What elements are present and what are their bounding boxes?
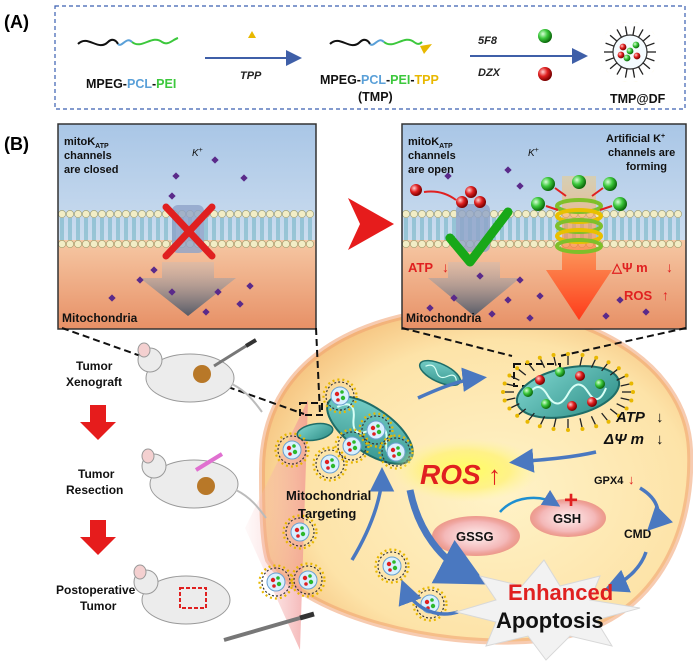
mitochondrion-targeted xyxy=(501,352,635,432)
right-inset-ion: K+ xyxy=(528,147,539,159)
arrow2-top-label: 5F8 xyxy=(478,35,498,47)
panel-b-label: (B) xyxy=(4,134,29,154)
inset-open-channels xyxy=(401,123,687,330)
targeting-line1: Mitochondrial xyxy=(286,488,371,503)
artificial-channel-label-2: channels are xyxy=(608,147,675,159)
mouse-postoperative-icon xyxy=(133,564,315,642)
inset-delta-psi: △Ψ m xyxy=(611,260,648,275)
gpx4-down-icon: ↓ xyxy=(628,472,635,487)
cell-ros-up-icon: ↑ xyxy=(488,460,501,490)
step1-line2: Xenograft xyxy=(66,375,122,389)
cell-ros: ROS xyxy=(420,459,481,490)
cell-delta-psi-down-icon: ↓ xyxy=(656,431,664,448)
polymer1-name: MPEG-PCL-PEI xyxy=(86,77,176,91)
red-drug-sphere-icon xyxy=(538,67,552,81)
inset-ros-up-icon: ↑ xyxy=(662,287,669,303)
gssg-label: GSSG xyxy=(456,529,494,544)
step3-line2: Tumor xyxy=(80,599,117,613)
inhibit-cross-icon: + xyxy=(564,487,578,514)
ros-glow xyxy=(392,438,540,502)
left-inset-status-3: are closed xyxy=(64,164,118,176)
step1-line1: Tumor xyxy=(76,359,113,373)
mouse-xenograft-icon xyxy=(137,338,263,413)
cell-delta-psi: ΔΨ m xyxy=(603,431,644,448)
inset-ros: ROS xyxy=(624,288,653,303)
polymer2-name: MPEG-PCL-PEI-TPP xyxy=(320,73,439,87)
step3-line1: Postoperative xyxy=(56,583,136,597)
left-inset-status: mitoKATP xyxy=(64,136,109,150)
open-check-icon xyxy=(445,207,513,267)
transition-arrow xyxy=(348,198,394,250)
right-inset-status-3: are open xyxy=(408,164,454,176)
enhanced-label: Enhanced xyxy=(508,580,613,605)
arrow2-bottom-label: DZX xyxy=(478,67,501,79)
apoptosis-burst xyxy=(454,559,641,661)
inset-atp-down-icon: ↓ xyxy=(442,259,449,275)
cell-atp-down-icon: ↓ xyxy=(656,409,664,426)
gsh-conversion-arrow xyxy=(499,489,561,513)
tpp-triangle-icon xyxy=(248,31,256,38)
process-arrows xyxy=(350,367,674,616)
gsh-label: GSH xyxy=(553,511,581,526)
left-inset-ion: K+ xyxy=(192,147,203,159)
gsh-pill xyxy=(530,499,606,537)
tmp-df-micelle-icon xyxy=(600,21,660,83)
step2-line2: Resection xyxy=(66,483,123,497)
cell-atp: ATP xyxy=(615,409,646,426)
cmd-label: CMD xyxy=(624,527,652,541)
gpx4-label: GPX4 xyxy=(594,475,624,487)
right-inset-status-2: channels xyxy=(408,150,456,162)
tmp-chain xyxy=(329,38,432,54)
inset-delta-psi-down-icon: ↓ xyxy=(666,259,673,275)
mouse-resection-icon xyxy=(141,448,267,519)
step-arrows xyxy=(80,405,116,555)
panel-a-label: (A) xyxy=(4,12,29,32)
polymer2-abbr: (TMP) xyxy=(358,90,393,104)
left-inset-status-2: channels xyxy=(64,150,112,162)
arrow1-label: TPP xyxy=(240,70,262,82)
right-inset-region: Mitochondria xyxy=(406,311,482,325)
step2-line1: Tumor xyxy=(78,467,115,481)
mpeg-pcl-pei-chain xyxy=(77,37,179,47)
targeting-line2: Targeting xyxy=(298,506,356,521)
product-name: TMP@DF xyxy=(610,92,666,106)
artificial-channel-label-3: forming xyxy=(626,161,667,173)
mitochondrion-small-2 xyxy=(296,422,334,442)
panel-a-frame xyxy=(54,5,686,110)
artificial-channel-label: Artificial K+ xyxy=(606,133,665,145)
right-inset-status: mitoKATP xyxy=(408,136,453,150)
apoptosis-label: Apoptosis xyxy=(496,608,604,633)
inset-atp: ATP xyxy=(408,260,433,275)
green-drug-sphere-icon xyxy=(538,29,552,43)
inset-closed-channels xyxy=(57,123,317,330)
left-inset-region: Mitochondria xyxy=(62,311,138,325)
